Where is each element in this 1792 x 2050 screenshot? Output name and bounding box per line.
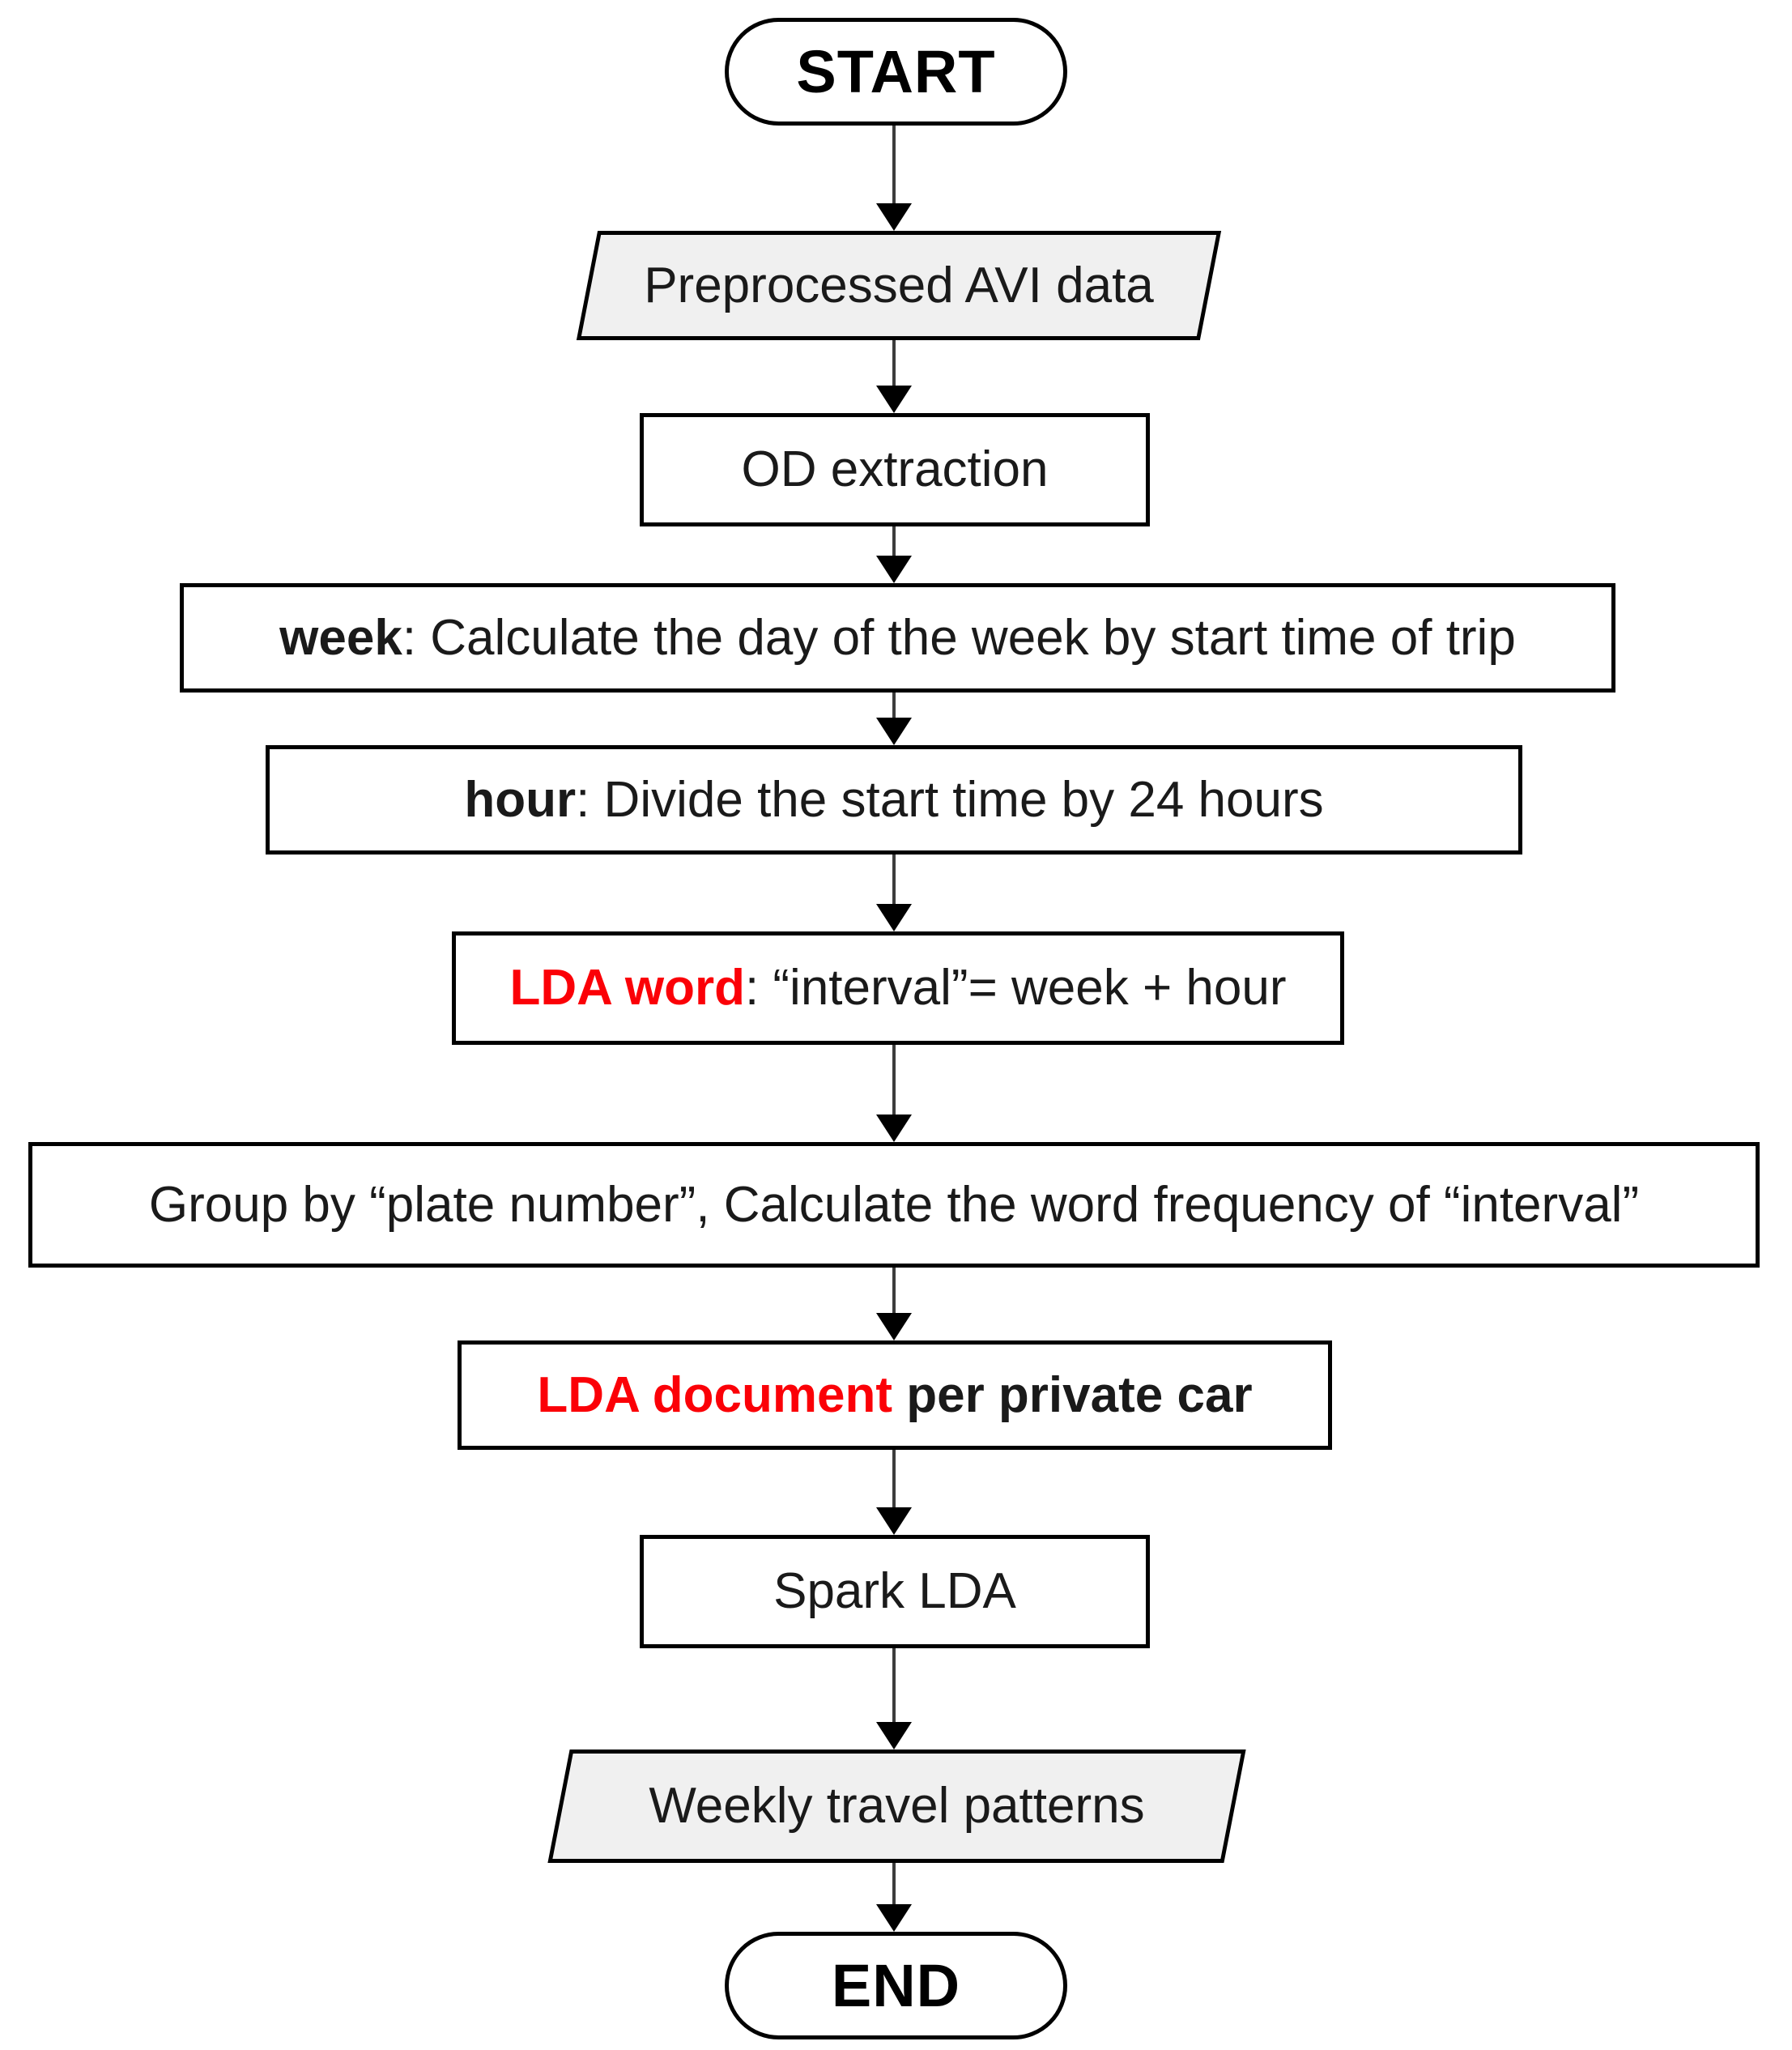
edge-stem <box>892 1648 896 1722</box>
edge-stem <box>892 126 896 203</box>
arrowhead-icon <box>876 1722 912 1750</box>
node-weekly-travel-patterns[interactable]: Weekly travel patterns <box>547 1750 1246 1863</box>
node-avi-data-label: Preprocessed AVI data <box>644 257 1154 313</box>
node-start-label: START <box>796 37 996 105</box>
node-lda-document-label-key: LDA document <box>537 1366 892 1423</box>
edge-stem <box>892 693 896 718</box>
node-week-label: week: Calculate the day of the week by s… <box>279 609 1516 667</box>
node-lda-document[interactable]: LDA document per private car <box>458 1340 1332 1450</box>
node-end[interactable]: END <box>725 1932 1067 2039</box>
node-od-extraction[interactable]: OD extraction <box>640 413 1150 526</box>
arrowhead-icon <box>876 1313 912 1340</box>
edge-stem <box>892 526 896 556</box>
arrowhead-icon <box>876 556 912 583</box>
edge-stem <box>892 855 896 904</box>
node-week-label-key: week <box>279 609 402 666</box>
node-group-by-label: Group by “plate number”, Calculate the w… <box>148 1176 1640 1233</box>
node-end-label: END <box>831 1951 961 2019</box>
node-hour-label-key: hour <box>464 771 577 828</box>
node-lda-document-label-rest: per private car <box>892 1366 1253 1423</box>
node-weekly-travel-patterns-label: Weekly travel patterns <box>649 1778 1145 1835</box>
node-spark-lda-label: Spark LDA <box>773 1563 1016 1620</box>
node-lda-word-label-rest: : “interval”= week + hour <box>744 960 1287 1016</box>
arrowhead-icon <box>876 718 912 745</box>
node-week-label-rest: : Calculate the day of the week by start… <box>402 609 1516 666</box>
node-start[interactable]: START <box>725 18 1067 126</box>
edge-stem <box>892 340 896 386</box>
arrowhead-icon <box>876 1115 912 1142</box>
node-lda-word-label-key: LDA word <box>509 960 745 1016</box>
node-lda-word[interactable]: LDA word: “interval”= week + hour <box>452 931 1344 1045</box>
node-week[interactable]: week: Calculate the day of the week by s… <box>180 583 1615 693</box>
node-avi-data[interactable]: Preprocessed AVI data <box>576 231 1222 340</box>
node-hour-label: hour: Divide the start time by 24 hours <box>464 771 1323 829</box>
edge-stem <box>892 1863 896 1904</box>
node-lda-word-label: LDA word: “interval”= week + hour <box>510 959 1287 1016</box>
node-spark-lda[interactable]: Spark LDA <box>640 1535 1150 1648</box>
edge-stem <box>892 1450 896 1507</box>
arrowhead-icon <box>876 1507 912 1535</box>
node-od-extraction-label: OD extraction <box>741 441 1049 498</box>
arrowhead-icon <box>876 386 912 413</box>
node-lda-document-label: LDA document per private car <box>537 1366 1252 1424</box>
arrowhead-icon <box>876 1904 912 1932</box>
edge-stem <box>892 1045 896 1115</box>
node-group-by[interactable]: Group by “plate number”, Calculate the w… <box>28 1142 1760 1268</box>
arrowhead-icon <box>876 904 912 931</box>
node-hour-label-rest: : Divide the start time by 24 hours <box>576 771 1324 828</box>
node-hour[interactable]: hour: Divide the start time by 24 hours <box>266 745 1522 855</box>
arrowhead-icon <box>876 203 912 231</box>
edge-stem <box>892 1268 896 1313</box>
